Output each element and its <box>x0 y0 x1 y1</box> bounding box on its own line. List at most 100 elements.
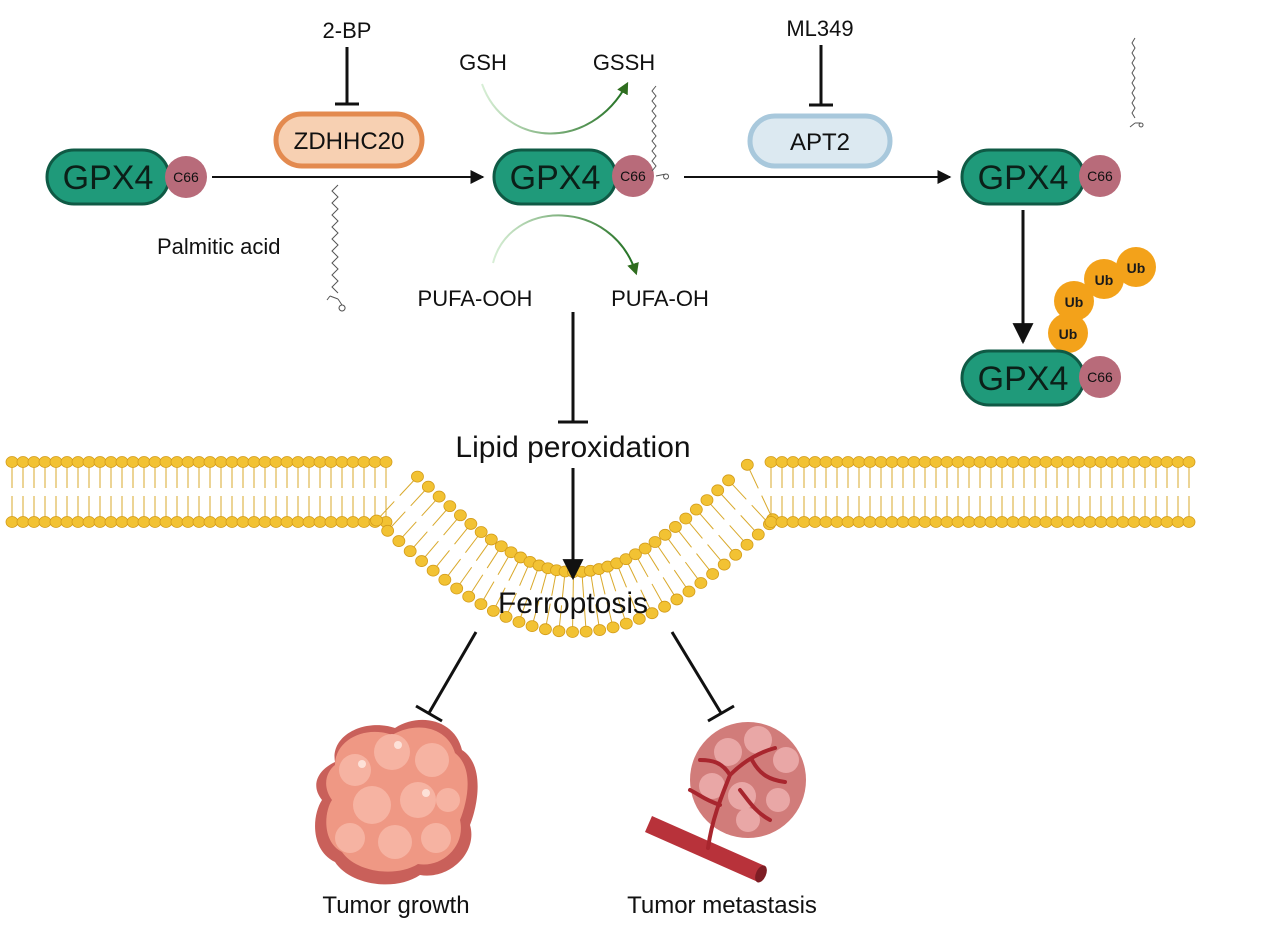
lipid-tail <box>410 490 426 507</box>
lipid-head <box>629 548 642 561</box>
lipid-head <box>1116 516 1130 528</box>
lipid-head <box>995 456 1009 468</box>
lipid-head <box>645 607 659 620</box>
lipid-head <box>830 516 844 528</box>
inhibitor-ml349-label: ML349 <box>786 16 853 41</box>
lipid-head <box>1017 456 1031 468</box>
lipid-head <box>593 624 607 636</box>
lipid-head <box>225 456 239 468</box>
inhibition-bar-tumor-metastasis <box>670 631 735 723</box>
lipid-head <box>462 590 476 603</box>
lipid-head <box>258 516 272 528</box>
lipid-tail <box>678 530 692 548</box>
lipid-tail <box>421 499 437 517</box>
lipid-head <box>313 456 327 468</box>
lipid-tail <box>424 540 439 558</box>
svg-text:Ub: Ub <box>1065 294 1084 310</box>
lipid-head <box>775 516 789 528</box>
lipid-head <box>786 516 800 528</box>
lipid-tail <box>731 483 747 500</box>
ubiquitin-3: Ub <box>1084 259 1124 299</box>
lipid-head <box>392 535 406 547</box>
lipid-head <box>379 456 393 468</box>
lipid-head <box>1083 456 1097 468</box>
lipid-tail <box>390 511 406 528</box>
lipid-head <box>951 456 965 468</box>
lipid-head <box>1028 516 1042 528</box>
gpx4-label: GPX4 <box>978 159 1069 197</box>
lipid-head <box>951 516 965 528</box>
lipid-head <box>302 516 316 528</box>
lipid-head <box>929 456 943 468</box>
lipid-head <box>706 568 720 580</box>
lipid-head <box>874 456 888 468</box>
lipid-tail <box>540 572 548 594</box>
lipid-tail <box>751 504 767 521</box>
lipid-tail <box>595 604 600 626</box>
lipid-head <box>764 516 778 528</box>
gpx4-palmitoylated: GPX4 C66 <box>492 148 654 206</box>
lipid-tail <box>647 552 660 571</box>
lipid-tail <box>720 493 736 510</box>
lipid-tail <box>475 543 489 561</box>
lipid-head <box>539 623 552 636</box>
lipid-head <box>1138 516 1152 528</box>
lipid-head <box>962 516 976 528</box>
lipid-tail <box>608 571 617 592</box>
lipid-tail <box>379 501 395 518</box>
lipid-tail <box>558 605 563 627</box>
lipid-tail <box>447 558 461 577</box>
lipid-head <box>1116 456 1130 468</box>
lipid-head <box>751 528 765 541</box>
lipid-head <box>159 456 173 468</box>
lipid-head <box>1050 456 1064 468</box>
lipid-head <box>775 456 789 468</box>
inhibition-bar-ml349 <box>809 45 833 107</box>
lipid-head <box>1083 516 1097 528</box>
lipid-head <box>474 598 488 611</box>
lipid-head <box>82 516 96 528</box>
lipid-head <box>27 456 41 468</box>
lipid-head <box>658 528 672 541</box>
lipid-head <box>740 458 754 471</box>
lipid-tail <box>483 581 495 601</box>
lipid-head <box>280 516 294 528</box>
lipid-head <box>60 456 74 468</box>
zdhhc20-label: ZDHHC20 <box>294 128 405 155</box>
lipid-head <box>137 516 151 528</box>
lipid-head <box>71 516 85 528</box>
lipid-tail <box>432 509 447 526</box>
lipid-tail <box>709 503 725 520</box>
lipid-tail <box>590 575 595 597</box>
lipid-tail <box>454 527 469 545</box>
lipid-tail <box>443 518 458 536</box>
lipid-head <box>225 516 239 528</box>
lipid-head <box>797 516 811 528</box>
lipid-head <box>797 456 811 468</box>
apt2-label: APT2 <box>790 129 850 156</box>
lipid-head <box>1028 456 1042 468</box>
lipid-head <box>940 516 954 528</box>
lipid-head <box>764 456 778 468</box>
c66-label: C66 <box>1087 168 1113 184</box>
lipid-head <box>499 610 513 623</box>
lipid-head <box>1127 456 1141 468</box>
inhibition-bar-tumor-growth <box>415 631 478 723</box>
lipid-head <box>335 456 349 468</box>
lipid-head <box>236 516 250 528</box>
gsh-label: GSH <box>459 50 507 75</box>
zdhhc20-enzyme: ZDHHC20 <box>273 111 425 169</box>
lipid-head <box>192 456 206 468</box>
lipid-head <box>403 545 417 558</box>
lipid-head <box>443 500 457 513</box>
ubiquitin-chain: Ub Ub Ub Ub <box>1048 247 1156 353</box>
lipid-head <box>335 516 349 528</box>
lipid-head <box>896 456 910 468</box>
lipid-head <box>280 456 294 468</box>
pufa-reduction-arrow <box>492 214 639 276</box>
lipid-head <box>907 456 921 468</box>
lipid-tail <box>581 576 585 598</box>
c66-label: C66 <box>173 169 199 185</box>
lipid-head <box>1182 456 1196 468</box>
tumor-growth-label: Tumor growth <box>322 892 469 919</box>
